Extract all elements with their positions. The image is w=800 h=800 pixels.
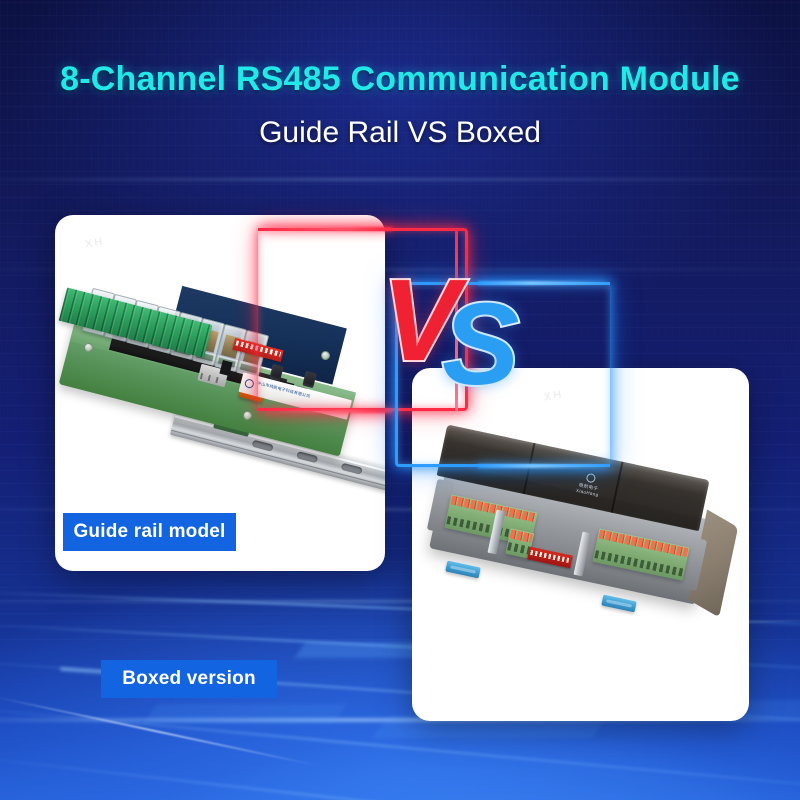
background-glow-band bbox=[0, 268, 800, 271]
background-glow-band bbox=[0, 508, 800, 511]
background-glow-band bbox=[0, 178, 800, 181]
din-mount-clip bbox=[601, 594, 637, 613]
product-card-boxed[interactable]: XH 晓航电子 XiaoHang bbox=[412, 368, 749, 721]
brand-logo-icon bbox=[585, 472, 596, 484]
din-mount-clip bbox=[445, 560, 481, 579]
background-glow-band bbox=[0, 600, 800, 603]
product-image-boxed-module: 晓航电子 XiaoHang bbox=[412, 368, 749, 721]
label-boxed-version[interactable]: Boxed version bbox=[101, 660, 277, 698]
label-guide-rail-model[interactable]: Guide rail model bbox=[63, 513, 236, 551]
poster-heading-group: 8-Channel RS485 Communication Module Gui… bbox=[0, 60, 800, 150]
product-card-guide-rail[interactable]: XH bbox=[55, 215, 385, 571]
page-title: 8-Channel RS485 Communication Module bbox=[60, 60, 740, 98]
page-subtitle: Guide Rail VS Boxed bbox=[259, 116, 541, 149]
brand-logo-icon bbox=[243, 378, 255, 390]
